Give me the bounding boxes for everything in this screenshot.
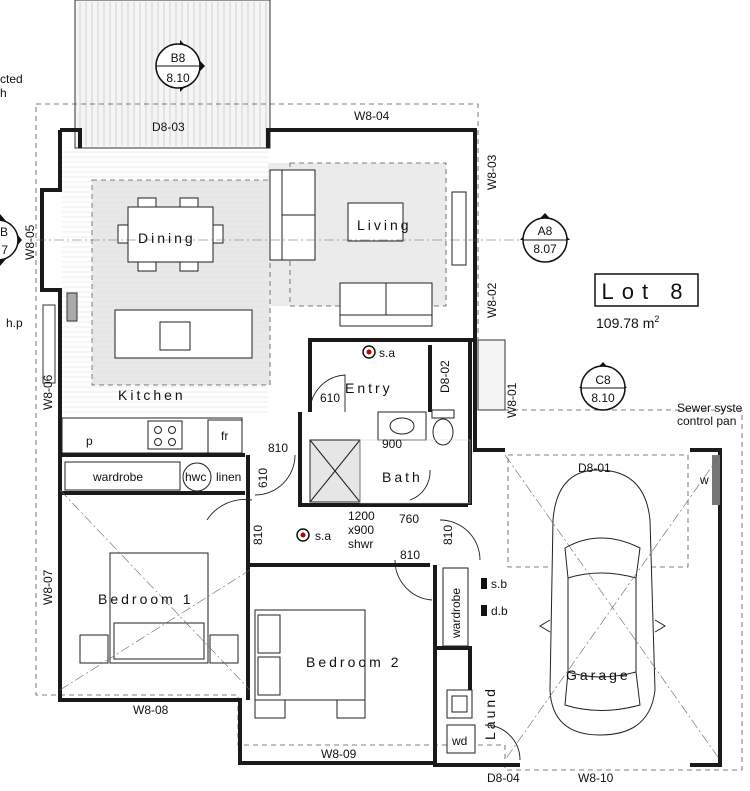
- garage-cabinet: [712, 455, 720, 505]
- dim-610-hall: 610: [256, 468, 270, 488]
- hwc-label: hwc: [185, 470, 206, 484]
- shower-depth: x900: [348, 523, 374, 537]
- toilet: [431, 409, 455, 446]
- fridge-label: fr: [221, 429, 228, 443]
- smoke-alarm-hall: [296, 528, 310, 542]
- wardrobe-side: [442, 567, 469, 647]
- construction-lines: [36, 239, 721, 761]
- c8-bottom: 8.10: [591, 391, 615, 405]
- wardrobe-main: [64, 461, 181, 491]
- dim-810-left: 810: [251, 525, 265, 545]
- left-marker-top: B: [0, 225, 8, 239]
- b8-bottom: 8.10: [166, 71, 190, 85]
- kitchen-island: [114, 309, 253, 359]
- hwc-unit: [182, 462, 212, 492]
- lot-info: Lot 8 109.78 m2: [594, 273, 699, 331]
- laundry-tub: [446, 689, 473, 719]
- linen-label: linen: [216, 470, 241, 484]
- sb-label: s.b: [491, 577, 507, 591]
- win-w8-02: W8-02: [485, 282, 499, 318]
- coffee-table: [347, 202, 404, 242]
- note-sewer-2: control pan: [677, 414, 736, 428]
- deck: [74, 0, 271, 149]
- sa-hall-label: s.a: [315, 529, 331, 543]
- lot-area: 109.78 m2: [596, 314, 659, 331]
- win-w8-04: W8-04: [354, 109, 390, 123]
- sa-entry-label: s.a: [379, 346, 395, 360]
- a8-bottom: 8.07: [533, 242, 557, 256]
- db-marker: [481, 605, 487, 616]
- shower-width: 1200: [348, 509, 375, 523]
- dim-810-hall: 810: [268, 441, 288, 455]
- car: [539, 469, 666, 736]
- win-w8-08: W8-08: [133, 703, 169, 717]
- win-w8-05: W8-05: [23, 224, 37, 260]
- vanity: [377, 411, 427, 441]
- sofa-left: [269, 169, 316, 261]
- room-bedroom-1: Bedroom 1: [98, 591, 193, 607]
- tv-unit: [451, 191, 467, 266]
- c8-top: C8: [595, 373, 611, 387]
- bath-tiles: [359, 439, 471, 504]
- section-marker-c8: C8 8.10: [579, 362, 627, 411]
- door-swings: [206, 374, 521, 761]
- vanity-width: 900: [382, 437, 402, 451]
- win-d8-01: D8-01: [578, 461, 611, 475]
- win-w8-01: W8-01: [505, 382, 519, 418]
- b8-top: B8: [171, 51, 186, 65]
- shower-label: shwr: [348, 537, 373, 551]
- note-cut-top: cted: [0, 72, 23, 86]
- dim-810-right: 810: [400, 548, 420, 562]
- hp-label: h.p: [6, 316, 23, 330]
- win-w8-07: W8-07: [41, 569, 55, 605]
- win-d8-02: D8-02: [438, 360, 452, 393]
- sb-marker: [481, 578, 487, 589]
- room-bath: Bath: [382, 469, 423, 485]
- wd-label: wd: [451, 734, 467, 748]
- sofa-bottom: [339, 282, 433, 327]
- side-window: [42, 304, 56, 384]
- shower: [309, 439, 361, 503]
- lot-title: Lot 8: [602, 279, 691, 304]
- left-marker-bottom: 7: [1, 243, 8, 257]
- room-dining: Dining: [138, 230, 196, 246]
- dim-810-bath: 810: [441, 525, 455, 545]
- room-kitchen: Kitchen: [118, 387, 186, 403]
- wardrobe-side-label: wardrobe: [449, 588, 463, 639]
- bed-1: [79, 552, 239, 664]
- washer-dryer: [446, 724, 476, 754]
- section-marker-left: B 7: [0, 214, 22, 266]
- bed-2: [254, 609, 366, 719]
- section-marker-b8: B8 8.10: [155, 40, 205, 92]
- w-label: w: [699, 473, 709, 487]
- win-w8-10: W8-10: [578, 771, 614, 785]
- section-marker-a8: A8 8.07: [520, 213, 570, 263]
- db-label: d.b: [491, 604, 508, 618]
- heat-pump: [66, 292, 78, 322]
- smoke-alarm-entry: [362, 345, 376, 359]
- room-bedroom-2: Bedroom 2: [306, 654, 401, 670]
- room-living: Living: [357, 217, 412, 233]
- walls: [40, 128, 722, 767]
- kitchen-bench: [61, 417, 243, 454]
- dim-760: 760: [399, 512, 419, 526]
- a8-top: A8: [538, 224, 553, 238]
- wardrobe-main-label: wardrobe: [92, 470, 143, 484]
- entry-steps: [477, 339, 506, 411]
- dining-table: [117, 197, 224, 272]
- dim-610-entry: 610: [320, 391, 340, 405]
- win-w8-03: W8-03: [485, 154, 499, 190]
- pantry-label: p: [86, 434, 93, 448]
- room-garage: Garage: [566, 667, 631, 683]
- dining-inner: [91, 179, 271, 386]
- room-entry: Entry: [345, 380, 393, 396]
- win-w8-09: W8-09: [321, 747, 357, 761]
- win-d8-04: D8-04: [487, 771, 520, 785]
- note-cut-bottom: h: [0, 86, 7, 100]
- win-d8-03: D8-03: [152, 120, 185, 134]
- note-sewer-1: Sewer syste: [677, 401, 743, 415]
- room-laundry: Laund: [482, 686, 498, 740]
- win-w8-06: W8-06: [41, 374, 55, 410]
